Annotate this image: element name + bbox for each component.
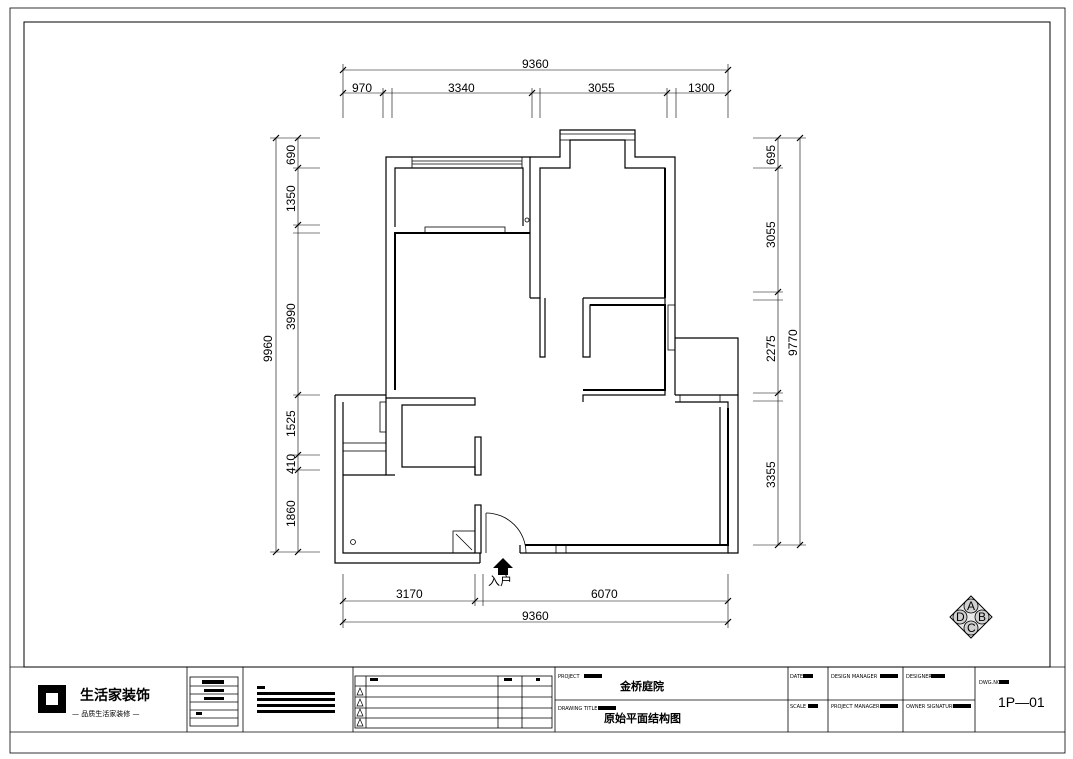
redacted-bars <box>196 674 1009 715</box>
sheet-frame <box>9 7 1066 754</box>
dimension-lines <box>270 64 806 628</box>
orientation-letter-b: B <box>978 610 986 624</box>
dim-left-seg-4: 1525 <box>284 410 298 437</box>
dim-top-seg-3: 3055 <box>588 81 615 95</box>
dim-left-seg-3: 3990 <box>284 303 298 330</box>
company-name: 生活家装饰 <box>80 687 150 704</box>
company-tagline: — 品质生活家装修 — <box>72 709 139 718</box>
dim-top-overall: 9360 <box>522 57 549 71</box>
dim-left-seg-1: 690 <box>284 145 298 165</box>
title-block <box>10 666 1065 732</box>
dim-right-overall: 9770 <box>786 329 800 356</box>
dim-top-seg-2: 3340 <box>448 81 475 95</box>
dim-right-seg-1: 695 <box>764 145 778 165</box>
interior-lines <box>394 168 729 546</box>
drawing-title: 原始平面结构图 <box>604 711 681 725</box>
design-manager-label: DESIGN MANAGER <box>831 674 878 680</box>
project-label: PROJECT <box>558 674 581 680</box>
dim-bottom-seg-2: 6070 <box>591 587 618 601</box>
revision-warning-icons <box>356 687 364 727</box>
dim-left-seg-2: 1350 <box>284 185 298 212</box>
windows <box>342 129 721 554</box>
floor-plan: 入户 <box>261 57 806 628</box>
dim-bottom-seg-1: 3170 <box>396 587 423 601</box>
orientation-symbol <box>949 595 993 639</box>
scale-label: SCALE <box>790 704 806 710</box>
dim-top-seg-4: 1300 <box>688 81 715 95</box>
company-logo <box>38 685 66 713</box>
drawing-title-label: DRAWING TITLE <box>558 706 597 712</box>
project-manager-label: PROJECT MANAGER <box>831 704 880 710</box>
date-label: DATE <box>790 674 803 680</box>
drawing-number: 1P—01 <box>998 694 1045 710</box>
dim-right-seg-2: 3055 <box>764 221 778 248</box>
project-name: 金桥庭院 <box>619 679 664 693</box>
entrance-door <box>350 217 530 554</box>
dim-right-seg-4: 3355 <box>764 461 778 488</box>
dim-left-overall: 9960 <box>261 335 275 362</box>
orientation-letter-d: D <box>956 610 965 624</box>
designer-label: DESIGNER <box>906 674 932 680</box>
dwg-no-label: DWG.NO <box>979 680 1001 686</box>
entrance-arrow <box>493 558 513 575</box>
orientation-letter-a: A <box>967 599 975 613</box>
owner-signature-label: OWNER SIGNATURE <box>906 704 956 710</box>
dim-bottom-overall: 9360 <box>522 609 549 623</box>
dim-left-seg-5: 410 <box>284 454 298 474</box>
dim-left-seg-6: 1860 <box>284 500 298 527</box>
orientation-letter-c: C <box>967 621 976 635</box>
entrance-label: 入户 <box>488 573 512 588</box>
dim-top-seg-1: 970 <box>352 81 372 95</box>
dim-right-seg-3: 2275 <box>764 335 778 362</box>
dimension-ticks <box>272 66 804 626</box>
